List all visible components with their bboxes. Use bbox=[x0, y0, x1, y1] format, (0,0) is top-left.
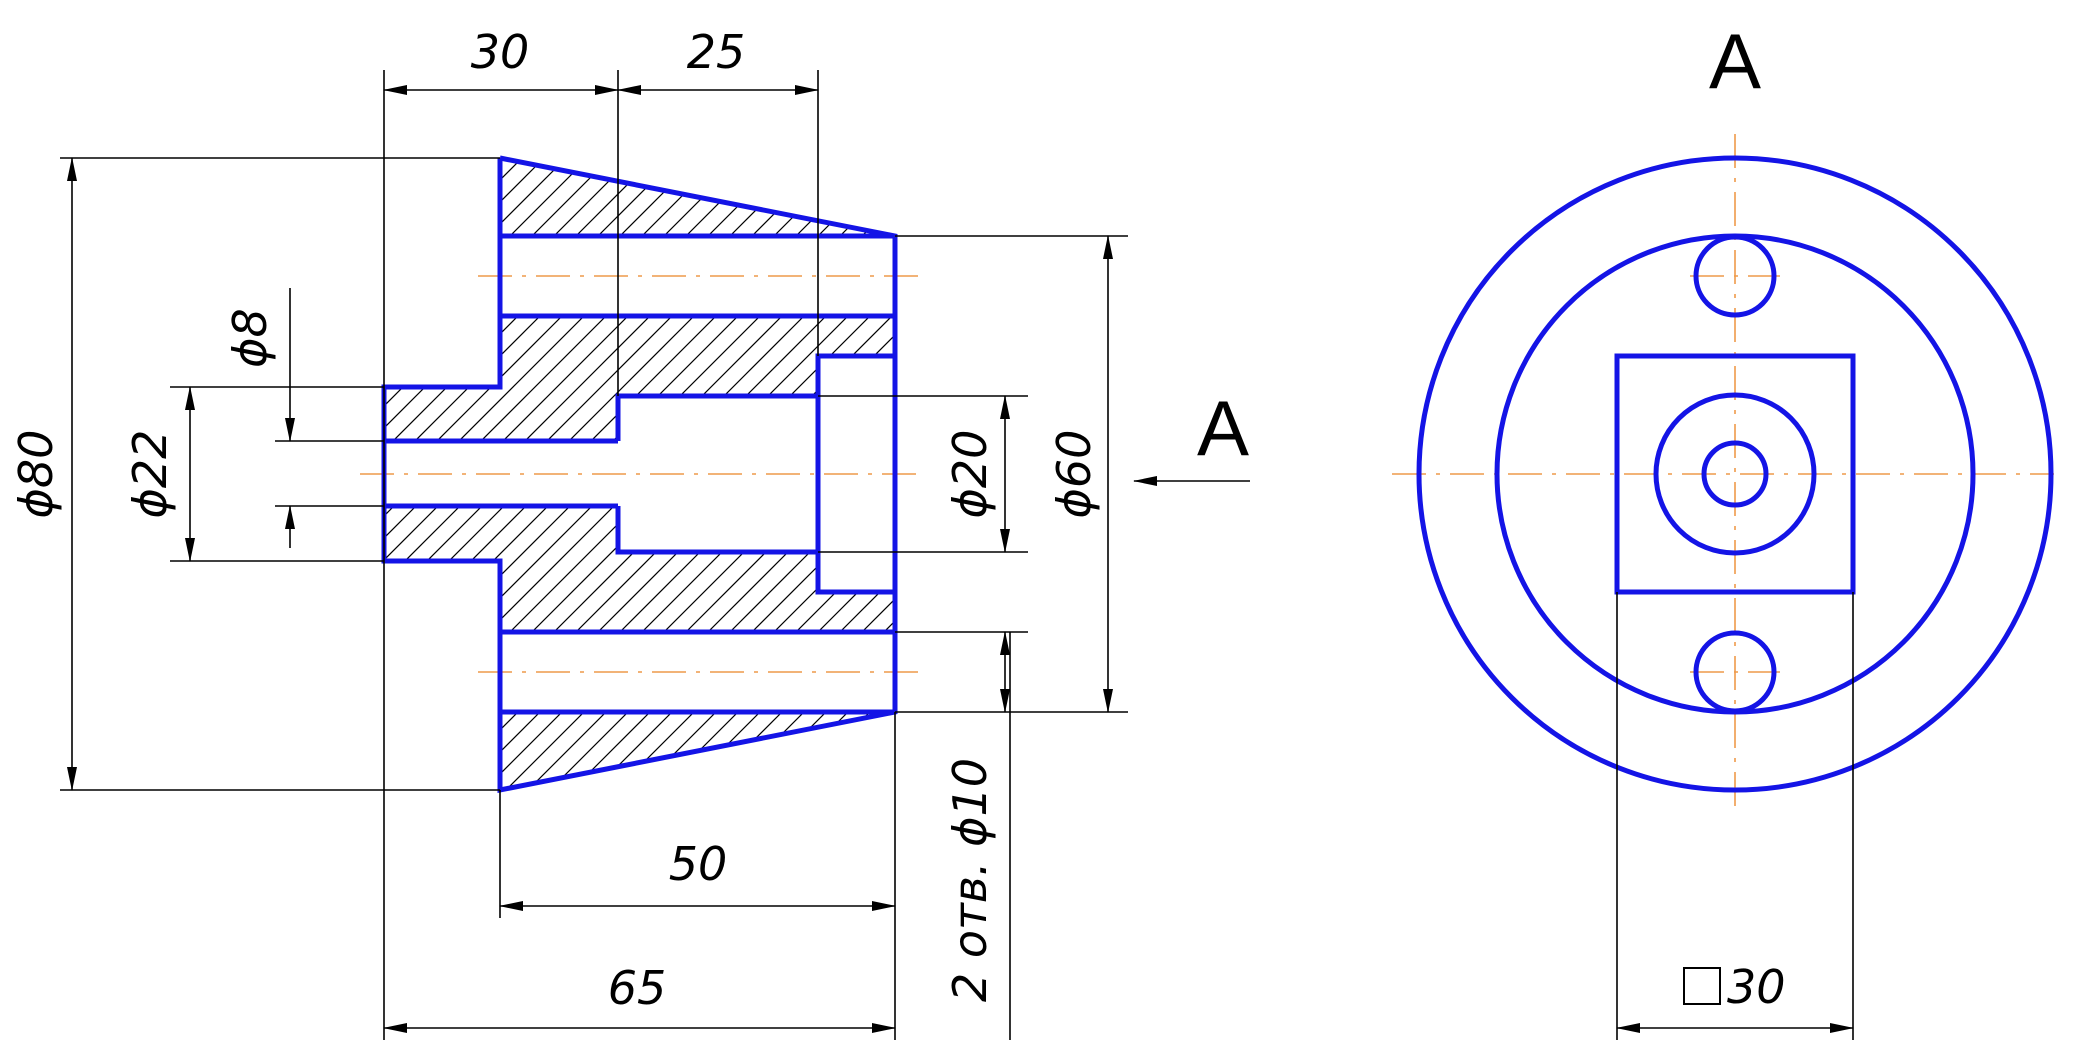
dim-label-65: 65 bbox=[608, 961, 667, 1015]
dim-label-25: 25 bbox=[687, 25, 746, 79]
outer-contour bbox=[381, 155, 898, 794]
bore-20-top bbox=[615, 393, 818, 441]
hatch-line bbox=[389, 158, 895, 790]
dimension-text: 30 25 50 65 ϕ80 ϕ22 ϕ8 ϕ20 ϕ60 2 отв. ϕ1… bbox=[9, 25, 1101, 1015]
hatch-line bbox=[384, 158, 807, 790]
dim-label-square-30: 30 bbox=[1727, 960, 1786, 1014]
hatch-line bbox=[384, 158, 895, 790]
dim-label-holes-note: 2 отв. ϕ10 bbox=[943, 758, 997, 1002]
end-view: A 30 bbox=[1392, 17, 2054, 1040]
hatch-line bbox=[384, 158, 565, 790]
dim-label-dia80: ϕ80 bbox=[9, 430, 63, 519]
section-hatching bbox=[384, 158, 895, 790]
upper-hole-dia10 bbox=[1693, 234, 1777, 318]
hatch-line bbox=[565, 158, 895, 790]
square-30 bbox=[1614, 353, 1856, 595]
hatch-line bbox=[675, 158, 895, 790]
dim-label-30: 30 bbox=[471, 25, 530, 79]
hatch-line bbox=[384, 158, 895, 790]
hatch-line bbox=[384, 158, 895, 790]
hatch-line bbox=[763, 158, 895, 790]
dimension-lines bbox=[67, 85, 1113, 1033]
center-lines bbox=[360, 275, 920, 673]
hatch-line bbox=[741, 158, 895, 790]
hatch-line bbox=[384, 158, 719, 790]
hatch-line bbox=[384, 158, 631, 790]
hatch-line bbox=[384, 158, 521, 790]
view-direction-indicator: A bbox=[1133, 384, 1250, 486]
extension-lines bbox=[60, 70, 1128, 1040]
hatch-line bbox=[873, 158, 895, 790]
view-direction-label: A bbox=[1197, 384, 1249, 472]
square-symbol-icon bbox=[1683, 967, 1721, 1005]
hatch-line bbox=[697, 158, 895, 790]
circle-dia8 bbox=[1701, 440, 1769, 508]
hatch-line bbox=[384, 158, 895, 790]
hatch-line bbox=[384, 158, 829, 790]
hatch-line bbox=[384, 158, 895, 790]
hatch-line bbox=[384, 158, 499, 790]
dim-label-dia22: ϕ22 bbox=[123, 430, 177, 519]
dim-label-dia60: ϕ60 bbox=[1047, 430, 1101, 519]
part-outline bbox=[381, 155, 898, 794]
hatch-line bbox=[384, 158, 763, 790]
hatch-line bbox=[785, 158, 895, 790]
hatch-line bbox=[455, 158, 895, 790]
hatch-line bbox=[433, 158, 895, 790]
circle-dia20 bbox=[1653, 392, 1817, 556]
hatch-line bbox=[384, 158, 543, 790]
hatch-line bbox=[384, 158, 895, 790]
lower-hole-dia10 bbox=[1693, 630, 1777, 714]
dim-label-50: 50 bbox=[669, 837, 728, 891]
hatch-line bbox=[477, 158, 895, 790]
end-recess bbox=[815, 353, 895, 595]
hatch-line bbox=[384, 158, 697, 790]
hatch-line bbox=[384, 158, 675, 790]
hatch-line bbox=[384, 158, 895, 790]
hatch-line bbox=[384, 158, 895, 790]
hatch-line bbox=[384, 158, 653, 790]
hatch-line bbox=[719, 158, 895, 790]
hatch-line bbox=[587, 158, 895, 790]
hatch-line bbox=[384, 158, 785, 790]
end-view-title: A bbox=[1709, 17, 1761, 105]
hatch-line bbox=[384, 158, 895, 790]
section-view: 30 25 50 65 ϕ80 ϕ22 ϕ8 ϕ20 ϕ60 2 отв. ϕ1… bbox=[9, 25, 1250, 1040]
dim-label-dia8: ϕ8 bbox=[223, 308, 277, 368]
hatch-line bbox=[384, 158, 433, 790]
bore-20-bottom bbox=[615, 506, 818, 555]
hatch-line bbox=[411, 158, 895, 790]
dim-label-dia20: ϕ20 bbox=[943, 430, 997, 519]
hatch-line bbox=[384, 158, 895, 790]
hatch-line bbox=[384, 158, 741, 790]
outer-circle-dia80 bbox=[1416, 155, 2054, 793]
